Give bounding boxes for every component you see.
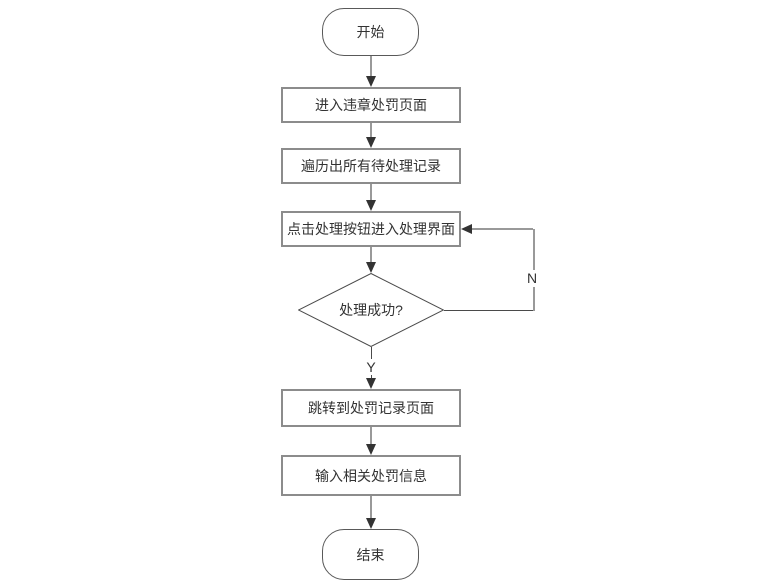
process-click-handle-node: 点击处理按钮进入处理界面 (281, 211, 461, 247)
arrowhead-left-icon (461, 224, 472, 234)
edge-label-no: N (524, 270, 540, 287)
connector-input-info-to-end (370, 496, 372, 519)
end-node-label: 结束 (356, 546, 385, 563)
connector-list-records-to-click-handle (370, 184, 372, 201)
connector-decision-no-return (472, 228, 533, 230)
connector-enter-page-to-list-records (370, 123, 372, 138)
arrowhead-down-icon (366, 444, 376, 455)
arrowhead-down-icon (366, 76, 376, 87)
arrowhead-down-icon (366, 137, 376, 148)
arrowhead-down-icon (366, 262, 376, 273)
process-list-records-label: 遍历出所有待处理记录 (301, 158, 441, 174)
process-goto-record-node: 跳转到处罚记录页面 (281, 389, 461, 427)
process-goto-record-label: 跳转到处罚记录页面 (308, 400, 434, 416)
decision-success-label: 处理成功? (339, 302, 403, 318)
connector-goto-record-to-input-info (370, 427, 372, 445)
connector-start-to-enter-page (370, 56, 372, 77)
process-enter-page-node: 进入违章处罚页面 (281, 87, 461, 123)
arrowhead-down-icon (366, 378, 376, 389)
arrowhead-down-icon (366, 200, 376, 211)
process-input-info-node: 输入相关处罚信息 (281, 455, 461, 496)
process-input-info-label: 输入相关处罚信息 (315, 467, 427, 484)
edge-label-yes: Y (363, 359, 379, 375)
connector-decision-no-horizontal (444, 310, 535, 311)
process-click-handle-label: 点击处理按钮进入处理界面 (287, 221, 455, 237)
end-node: 结束 (322, 529, 419, 580)
connector-click-handle-to-decision (370, 247, 372, 263)
decision-diamond-shape (298, 273, 444, 347)
process-list-records-node: 遍历出所有待处理记录 (281, 148, 461, 184)
process-enter-page-label: 进入违章处罚页面 (315, 97, 427, 113)
start-node-label: 开始 (356, 24, 385, 40)
decision-success-node: 处理成功? (298, 273, 444, 347)
start-node: 开始 (322, 8, 419, 56)
arrowhead-down-icon (366, 518, 376, 529)
